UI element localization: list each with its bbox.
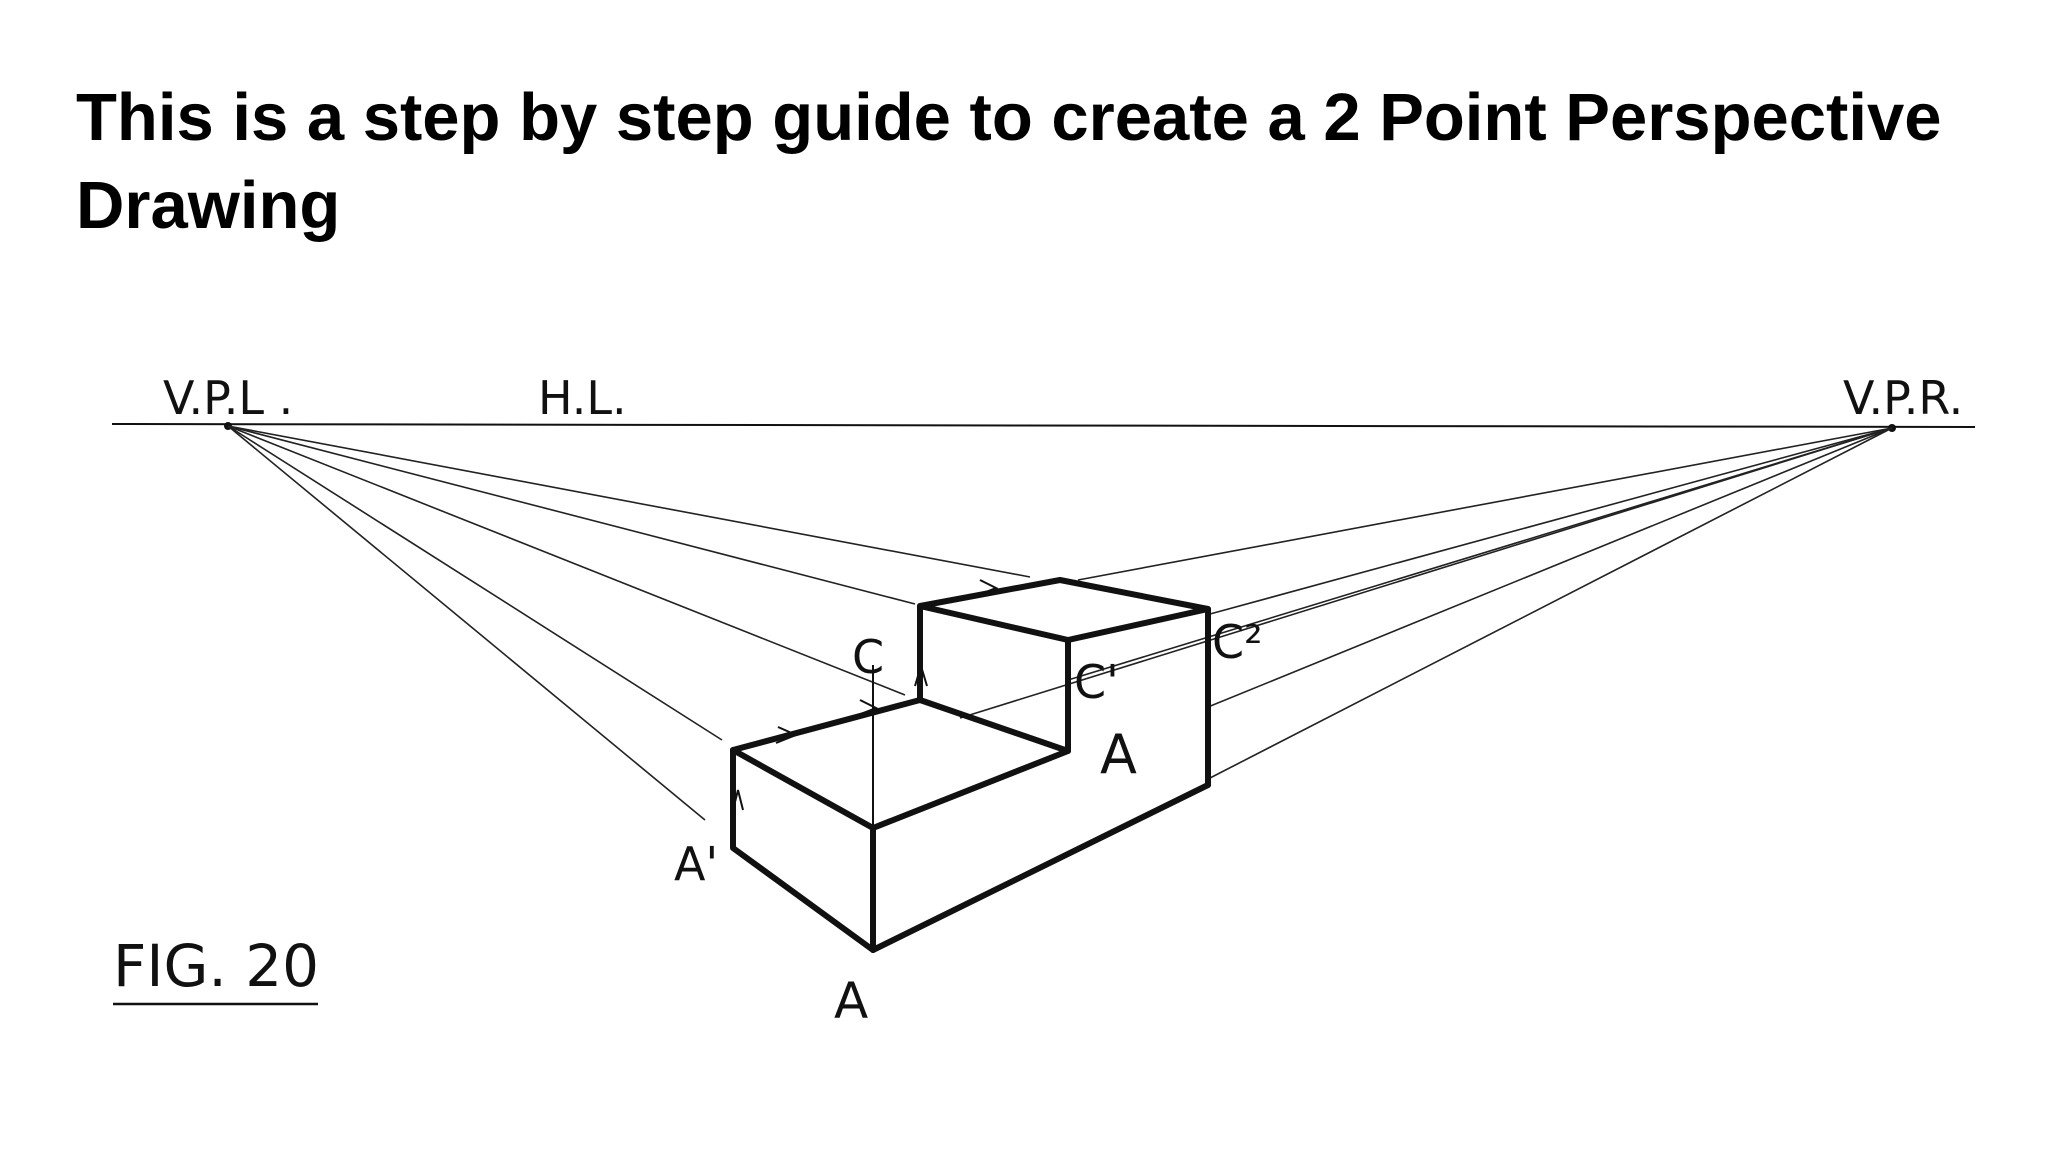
stepped-block <box>730 577 1211 953</box>
label-c2: C² <box>1212 615 1263 669</box>
label-a-bottom: A <box>834 972 868 1030</box>
figure-caption: FIG. 20 <box>113 932 319 1000</box>
horizon-line <box>111 423 1976 428</box>
guide-lines-right <box>959 427 1893 779</box>
label-c1: C' <box>1074 655 1119 709</box>
label-a-mid: A <box>1100 723 1137 786</box>
direction-arrows <box>732 579 999 811</box>
page-title: This is a step by step guide to create a… <box>76 80 1942 243</box>
label-vpr: V.P.R. <box>1843 371 1963 425</box>
label-c: C <box>852 630 884 684</box>
label-vpl: V.P.L . <box>163 371 293 425</box>
label-hl: H.L. <box>538 371 627 425</box>
guide-lines-left <box>227 425 1031 821</box>
label-a1: A' <box>674 837 718 891</box>
